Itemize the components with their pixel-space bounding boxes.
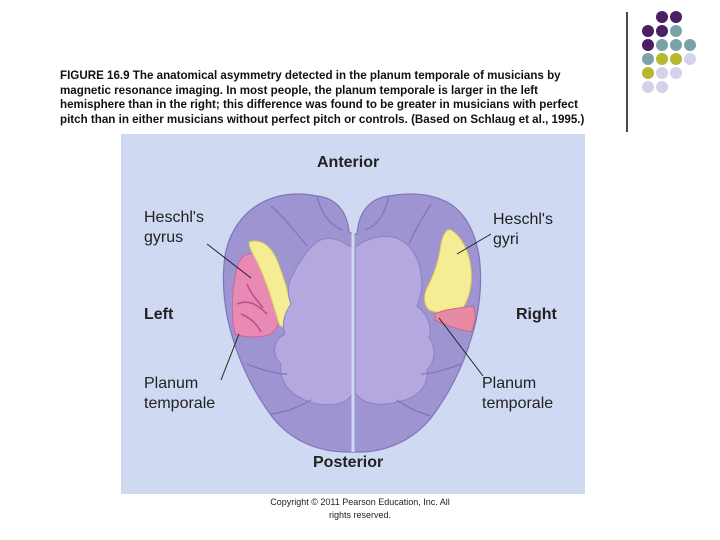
right-planum-temporale	[434, 305, 476, 333]
right-heschl-label: Heschl's gyri	[493, 210, 553, 250]
caption-line: FIGURE 16.9 The anatomical asymmetry det…	[60, 69, 561, 82]
label-line: Planum	[482, 375, 537, 392]
left-heschl-label: Heschl's gyrus	[144, 208, 204, 248]
decorative-dot	[670, 67, 682, 79]
label-line: gyri	[493, 231, 519, 248]
label-line: temporale	[144, 395, 216, 412]
copyright-notice: Copyright © 2011 Pearson Education, Inc.…	[250, 496, 470, 522]
caption-line: pitch than in either musicians without p…	[60, 112, 585, 126]
label-line: gyrus	[144, 229, 184, 246]
decorative-dot	[642, 25, 654, 37]
decorative-dot	[642, 39, 654, 51]
decorative-dot	[670, 11, 682, 23]
caption-line: magnetic resonance imaging. In most peop…	[60, 83, 539, 97]
decorative-dot	[656, 25, 668, 37]
decorative-dot	[642, 67, 654, 79]
brain-figure: Anterior Posterior Left Right Heschl's g…	[121, 134, 585, 494]
label-line: Heschl's	[144, 209, 204, 226]
decorative-dot	[670, 39, 682, 51]
label-line: Heschl's	[493, 211, 553, 228]
decorative-dot	[656, 39, 668, 51]
left-inner-brain	[274, 238, 354, 406]
right-heschl-gyri	[424, 229, 472, 314]
decorative-dot	[656, 53, 668, 65]
right-inner-brain	[354, 235, 435, 405]
decorative-dot	[670, 53, 682, 65]
right-label: Right	[516, 306, 557, 323]
copyright-line: rights reserved.	[328, 510, 392, 520]
decorative-dot	[684, 53, 696, 65]
left-label: Left	[144, 306, 174, 323]
left-planum-label: Planum temporale	[144, 374, 215, 414]
leader-lines	[206, 233, 492, 381]
posterior-label: Posterior	[313, 454, 384, 471]
cortex-folds	[246, 195, 462, 417]
decorative-dot	[656, 67, 668, 79]
label-line: temporale	[482, 395, 554, 412]
right-planum-label: Planum temporale	[482, 374, 553, 414]
brain-illustration	[206, 193, 492, 453]
decorative-dot	[642, 53, 654, 65]
left-planum-vessels	[236, 283, 268, 333]
decorative-dot	[656, 11, 668, 23]
caption-line: hemisphere than in the right; this diffe…	[60, 98, 578, 111]
copyright-line: Copyright © 2011 Pearson Education, Inc.…	[270, 497, 450, 507]
decorative-dot	[656, 81, 668, 93]
decorative-dot	[642, 81, 654, 93]
decorative-dot	[670, 25, 682, 37]
label-line: Planum	[144, 375, 199, 392]
decorative-dot	[684, 39, 696, 51]
anterior-label: Anterior	[317, 154, 380, 171]
decorative-vertical-rule	[626, 12, 628, 132]
figure-caption: FIGURE 16.9 The anatomical asymmetry det…	[60, 69, 615, 127]
